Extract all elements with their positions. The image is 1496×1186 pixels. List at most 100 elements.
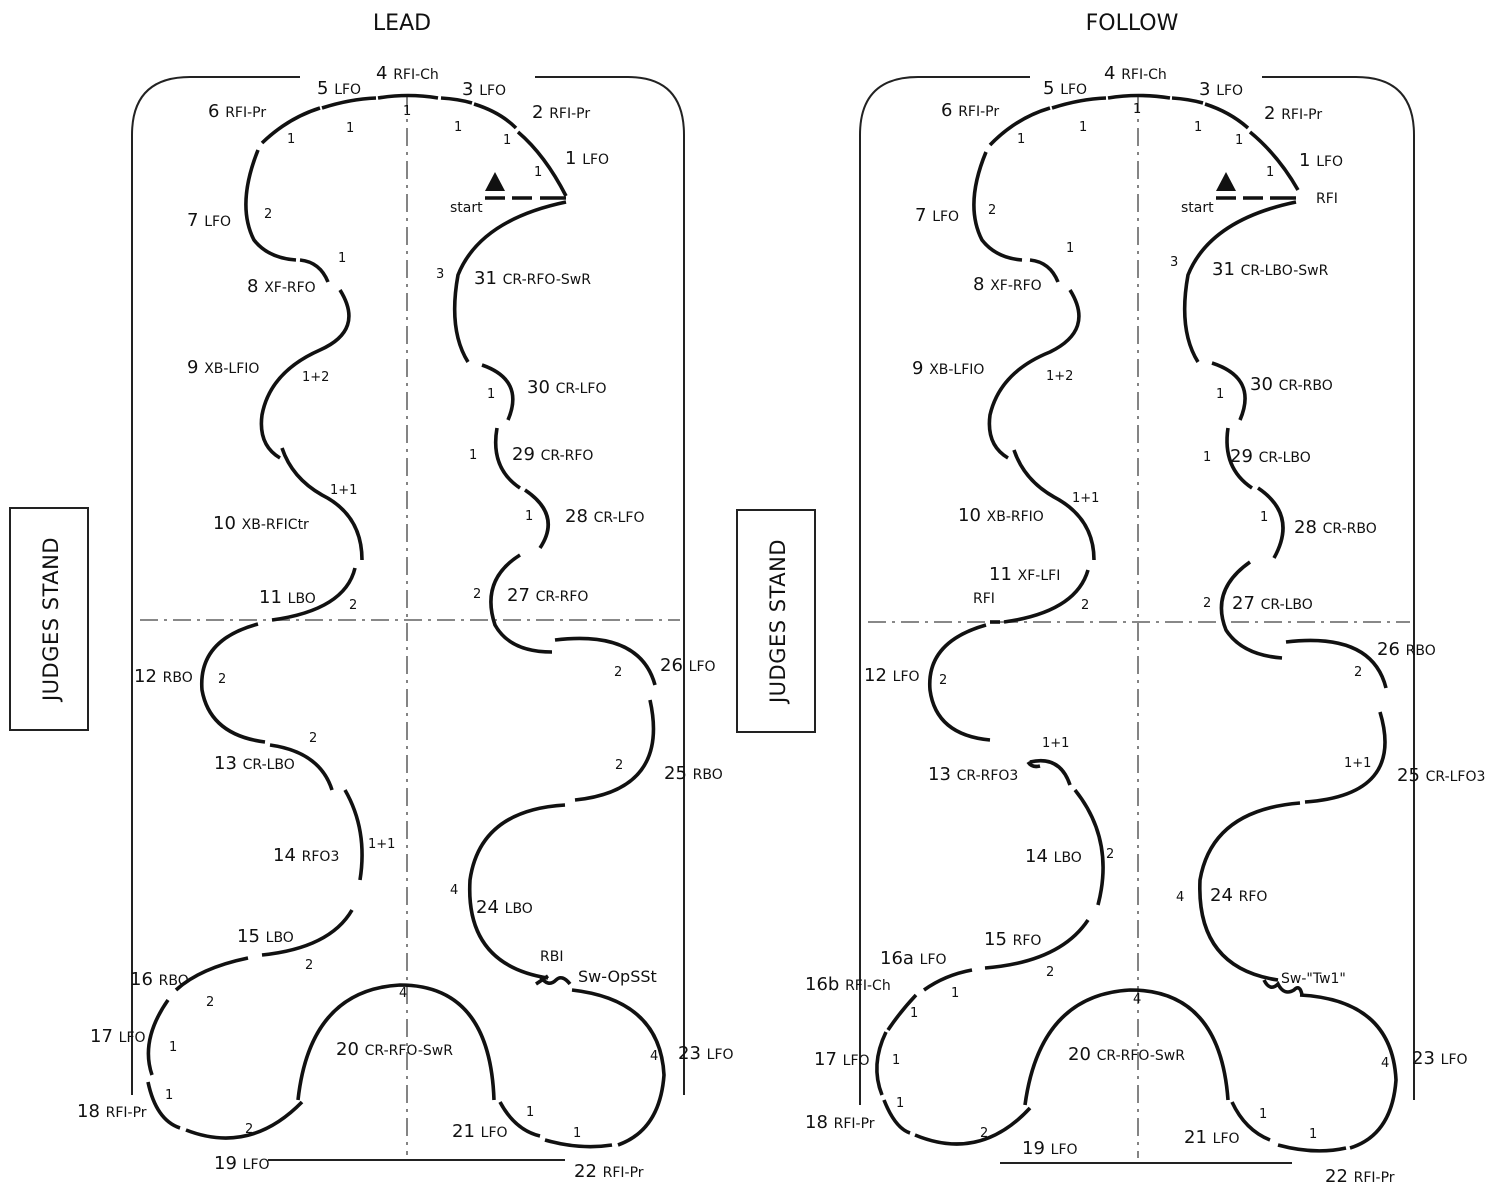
lobe-16 (174, 956, 249, 992)
lobe-12 (200, 622, 266, 744)
step-label-9: 9 XB-LFIO 1+2 (912, 358, 1073, 384)
lobe-22 (544, 1138, 613, 1149)
step-beat: 1 (1216, 387, 1224, 402)
step-beat: 1+1 (368, 837, 395, 852)
svg-text:24 RFO: 24 RFO (1210, 885, 1267, 906)
lobe-8 (1029, 258, 1060, 283)
step-number: 6 (208, 101, 219, 122)
step-edge: LBO (505, 901, 533, 917)
step-beat: 1 (287, 132, 295, 147)
step-edge: LBO (266, 930, 294, 946)
svg-text:19 LFO: 19 LFO (1022, 1138, 1078, 1159)
start-label: start (1181, 200, 1214, 216)
step-beat: 1+2 (1046, 369, 1073, 384)
svg-text:6 RFI-Pr: 6 RFI-Pr (208, 101, 266, 122)
svg-text:13 CR-RFO3: 13 CR-RFO3 (928, 764, 1018, 785)
svg-text:9 XB-LFIO: 9 XB-LFIO (912, 358, 984, 379)
step-edge: LFO (932, 209, 959, 225)
start-label: start (450, 200, 483, 216)
step-number: 12 (134, 666, 157, 687)
svg-text:20 CR-RFO-SwR: 20 CR-RFO-SwR (1068, 1044, 1185, 1065)
annotation-swing: Sw-"Tw1" (1281, 971, 1346, 987)
step-beat: 1+1 (330, 483, 357, 498)
step-number: 30 (527, 377, 550, 398)
lobe-7 (244, 149, 297, 262)
step-beat: 2 (1106, 847, 1114, 862)
step-label-4: 4 RFI-Ch1 (376, 63, 439, 119)
step-edge: RBO (163, 670, 193, 686)
step-edge: LBO (288, 591, 316, 607)
step-number: 30 (1250, 374, 1273, 395)
lobe-22 (1277, 1143, 1347, 1153)
step-number: 26 (660, 655, 683, 676)
svg-text:28 CR-RBO: 28 CR-RBO (1294, 517, 1377, 538)
step-beat: 2 (264, 207, 272, 222)
step-edge: LFO (204, 214, 231, 230)
step-edge: LFO (893, 669, 920, 685)
step-number: 24 (476, 897, 499, 918)
step-edge: RBO (1406, 643, 1436, 659)
step-edge: RFI-Pr (106, 1105, 147, 1121)
step-number: 15 (237, 926, 260, 947)
lobe-19 (185, 1100, 304, 1140)
step-beat: 1+1 (1072, 491, 1099, 506)
step-beat: 2 (615, 758, 623, 773)
step-number: 11 (989, 564, 1012, 585)
step-label-18: 18 RFI-Pr1 (77, 1088, 173, 1122)
start-marker (1216, 172, 1236, 191)
step-edge: LFO (707, 1047, 734, 1063)
lobe-9 (259, 289, 351, 460)
step-edge: LFO (1060, 82, 1087, 98)
step-beat: 1 (526, 1105, 534, 1120)
lobe-5 (1051, 96, 1107, 110)
lobe-15 (261, 909, 354, 957)
svg-text:15 LBO: 15 LBO (237, 926, 294, 947)
step-edge: CR-LFO3 (1426, 769, 1486, 785)
step-number: 5 (317, 78, 328, 99)
step-edge: LFO (689, 659, 716, 675)
step-edge: LFO (479, 83, 506, 99)
lobe-3 (1171, 96, 1204, 105)
swing-hook (1262, 979, 1304, 996)
step-edge: RFI-Pr (1281, 107, 1322, 123)
step-edge: CR-LBO (243, 757, 295, 773)
step-label-16b: 16b RFI-Ch1 (805, 974, 918, 1021)
step-beat: 2 (988, 203, 996, 218)
lead-diagram: LEAD JUDGES STAND start (9, 11, 734, 1182)
lobe-13 (1029, 759, 1072, 786)
step-beat: 1 (1017, 132, 1025, 147)
lobe-31 (452, 200, 567, 363)
step-label-20: 20 CR-RFO-SwR 4 (1068, 992, 1185, 1065)
svg-text:26 RBO: 26 RBO (1377, 639, 1436, 660)
step-beat: 4 (1133, 992, 1141, 1007)
lobe-4 (1107, 93, 1171, 100)
lobe-14 (1073, 788, 1105, 906)
step-beat: 2 (939, 673, 947, 688)
svg-text:14 RFO3: 14 RFO3 (273, 845, 339, 866)
svg-text:21 LFO: 21 LFO (1184, 1127, 1240, 1148)
lobe-25 (1304, 711, 1387, 804)
step-beat: 1 (1133, 102, 1141, 117)
lobe-26 (1285, 638, 1388, 689)
step-edge: XB-LFIO (204, 361, 259, 377)
step-beat: 2 (349, 598, 357, 613)
start-marker (485, 172, 505, 191)
step-label-6: 6 RFI-Pr1 (941, 100, 1025, 147)
annotation-rfi-step-11: RFI (973, 591, 995, 607)
svg-text:12 RBO: 12 RBO (134, 666, 193, 687)
step-edge: XB-RFICtr (242, 517, 309, 533)
step-edge: CR-LBO (1261, 597, 1313, 613)
svg-text:23 LFO: 23 LFO (1412, 1048, 1468, 1069)
svg-text:31 CR-LBO-SwR: 31 CR-LBO-SwR (1212, 259, 1329, 280)
